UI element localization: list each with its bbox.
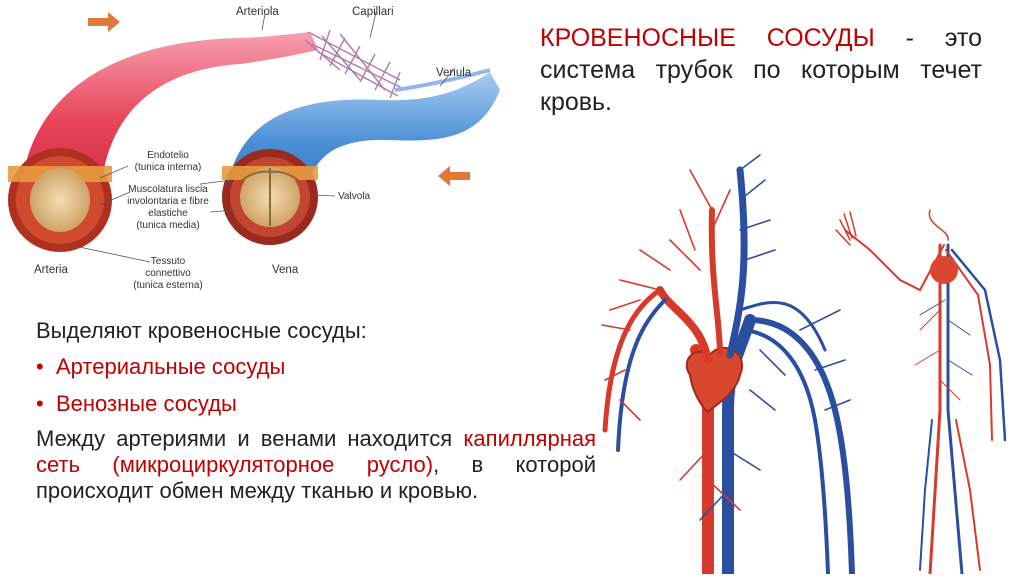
- intro-text: Выделяют кровеносные сосуды:: [36, 318, 367, 343]
- label-arteria: Arteria: [34, 264, 68, 276]
- label-valvola: Valvola: [338, 191, 371, 202]
- circulatory-system-illustration: [600, 150, 1020, 579]
- vessel-illustration: [8, 11, 500, 263]
- bullet-text: Артериальные сосуды: [56, 354, 286, 379]
- blood-vessel-diagram: Arteriola Capillari Venula Endotelio (tu…: [0, 0, 520, 300]
- bullet-venous: • Венозные сосуды: [36, 389, 596, 419]
- paragraph-highlight: капиллярная сеть (микроциркуляторное рус…: [36, 426, 596, 477]
- circulation-figures: [601, 154, 1007, 579]
- artery-cross-section: [8, 148, 112, 252]
- label-venula: Venula: [436, 67, 472, 79]
- label-muscolatura-3: elastiche: [148, 208, 188, 219]
- bullet-arterial: • Артериальные сосуды: [36, 352, 596, 382]
- bullet-text: Венозные сосуды: [56, 391, 237, 416]
- label-tunica-media: (tunica media): [136, 220, 200, 231]
- label-muscolatura-2: involontaria e fibre: [127, 196, 209, 207]
- paragraph-part2: , в которой происходит обмен между ткань…: [36, 452, 596, 503]
- flow-arrow-left-icon: [438, 166, 470, 186]
- vein-cross-section: [222, 149, 318, 245]
- paragraph-part1: Между артериями и венами находится: [36, 426, 464, 451]
- label-tunica-esterna: (tunica esterna): [133, 280, 203, 291]
- label-tunica-interna: (tunica interna): [134, 162, 202, 173]
- body-text: Выделяют кровеносные сосуды: • Артериаль…: [36, 316, 596, 504]
- label-endotelio: Endotelio: [147, 150, 189, 161]
- bullet-marker: •: [36, 354, 44, 379]
- flow-arrow-right-icon: [88, 12, 120, 32]
- label-tessuto-1: Tessuto: [150, 256, 186, 267]
- label-arteriola: Arteriola: [236, 6, 279, 18]
- capillary-paragraph: Между артериями и венами находится капил…: [36, 426, 596, 504]
- heading-title: КРОВЕНОСНЫЕ СОСУДЫ: [540, 24, 875, 52]
- bullet-marker: •: [36, 391, 44, 416]
- heading-definition: это система трубок по которым течет кров…: [540, 24, 983, 116]
- label-tessuto-2: connettivo: [145, 268, 191, 279]
- leader-lines: [69, 11, 456, 263]
- torso-figure: [601, 154, 855, 579]
- full-body-figure: [835, 209, 1007, 576]
- capillary-network: [304, 29, 403, 99]
- heading-dash: -: [874, 24, 945, 52]
- label-vena: Vena: [272, 264, 299, 276]
- label-muscolatura-1: Muscolatura liscia: [128, 184, 208, 195]
- label-capillari: Capillari: [352, 6, 394, 18]
- heading-block: КРОВЕНОСНЫЕ СОСУДЫ - это система трубок …: [540, 22, 982, 118]
